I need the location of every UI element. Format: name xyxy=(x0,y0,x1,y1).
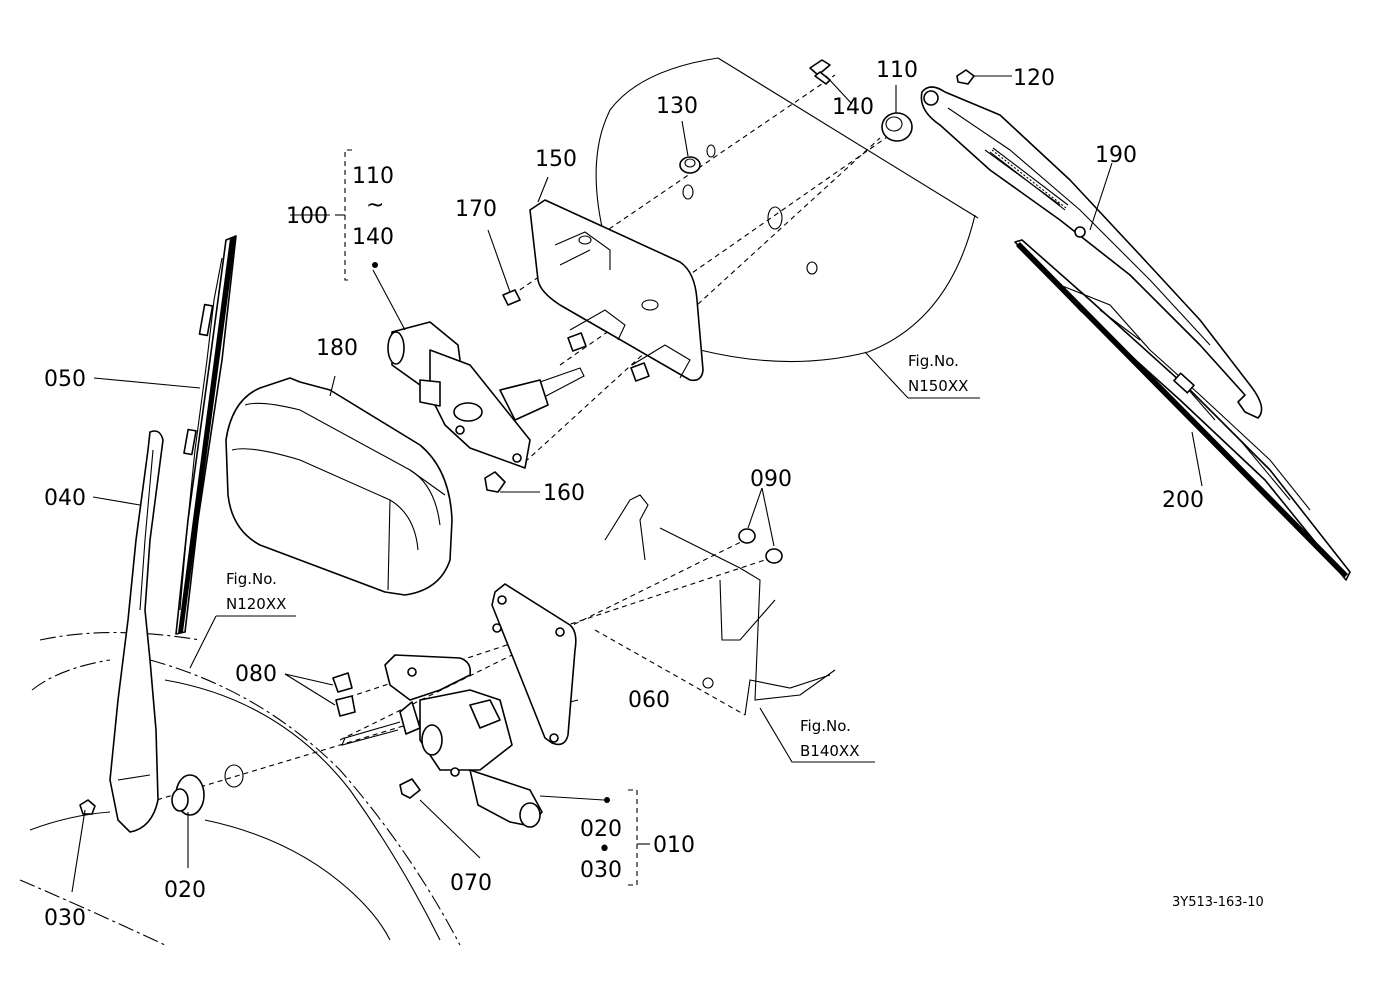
label-180: 180 xyxy=(316,336,358,361)
bushing-110 xyxy=(881,112,913,142)
label-030: 030 xyxy=(44,906,86,931)
fig-code: N150XX xyxy=(908,377,968,395)
arm-spring xyxy=(989,147,1069,211)
leader-lines xyxy=(71,75,1203,893)
nuts-090 xyxy=(738,528,783,564)
label-100-range-start: 110 xyxy=(352,164,394,189)
rear-wiper-motor xyxy=(387,321,585,469)
label-010-range-end: 030 xyxy=(580,858,622,883)
figure-reference-n120: Fig.No. N120XX xyxy=(226,570,286,613)
drawing-code: 3Y513-163-10 xyxy=(1172,895,1264,910)
label-100: 100 xyxy=(286,204,328,229)
nut-030 xyxy=(79,799,96,815)
label-110: 110 xyxy=(876,58,918,83)
bolts-080 xyxy=(332,672,356,717)
front-wiper-motor xyxy=(341,654,543,828)
label-100-range-end: 140 xyxy=(352,225,394,250)
label-100-range-tilde: ~ xyxy=(366,193,384,218)
motor-cover xyxy=(225,377,453,596)
label-010: 010 xyxy=(653,833,695,858)
label-050: 050 xyxy=(44,367,86,392)
label-150: 150 xyxy=(535,147,577,172)
fig-label: Fig.No. xyxy=(908,352,959,370)
grommet-130 xyxy=(679,156,701,174)
label-080: 080 xyxy=(235,662,277,687)
label-200: 200 xyxy=(1162,488,1204,513)
part-labels: 050 040 030 020 070 060 080 090 010 020 … xyxy=(44,58,1204,931)
group-bracket-010 xyxy=(628,789,650,886)
bushing-020 xyxy=(171,764,244,816)
nut-170 xyxy=(502,289,521,306)
front-wiper-blade xyxy=(175,235,237,635)
front-mounting-plate xyxy=(491,583,577,746)
label-060: 060 xyxy=(628,688,670,713)
fig-label: Fig.No. xyxy=(800,717,851,735)
nut-120 xyxy=(956,69,975,85)
label-190: 190 xyxy=(1095,143,1137,168)
rear-mounting-bracket xyxy=(529,199,704,382)
label-120: 120 xyxy=(1013,66,1055,91)
label-010-range-start: 020 xyxy=(580,817,622,842)
label-170: 170 xyxy=(455,197,497,222)
rear-wiper-arm xyxy=(920,86,1263,419)
front-reference-bracket xyxy=(604,494,836,716)
label-130: 130 xyxy=(656,94,698,119)
label-040: 040 xyxy=(44,486,86,511)
front-window-outline xyxy=(19,631,461,946)
label-090: 090 xyxy=(750,467,792,492)
figure-reference-b140: Fig.No. B140XX xyxy=(800,717,859,760)
figure-reference-n150: Fig.No. N150XX xyxy=(908,352,968,395)
front-wiper-arm xyxy=(109,430,164,833)
label-160: 160 xyxy=(543,481,585,506)
label-070: 070 xyxy=(450,871,492,896)
bolt-160 xyxy=(484,471,506,493)
label-140: 140 xyxy=(832,95,874,120)
bolt-140 xyxy=(809,59,831,85)
fig-label: Fig.No. xyxy=(226,570,277,588)
fig-code: B140XX xyxy=(800,742,859,760)
group-bracket-100 xyxy=(335,149,352,281)
label-010-range-dot: • xyxy=(598,837,611,862)
label-020: 020 xyxy=(164,878,206,903)
bolt-070 xyxy=(399,778,421,799)
rear-wiper-blade xyxy=(1014,239,1351,581)
fig-code: N120XX xyxy=(226,595,286,613)
